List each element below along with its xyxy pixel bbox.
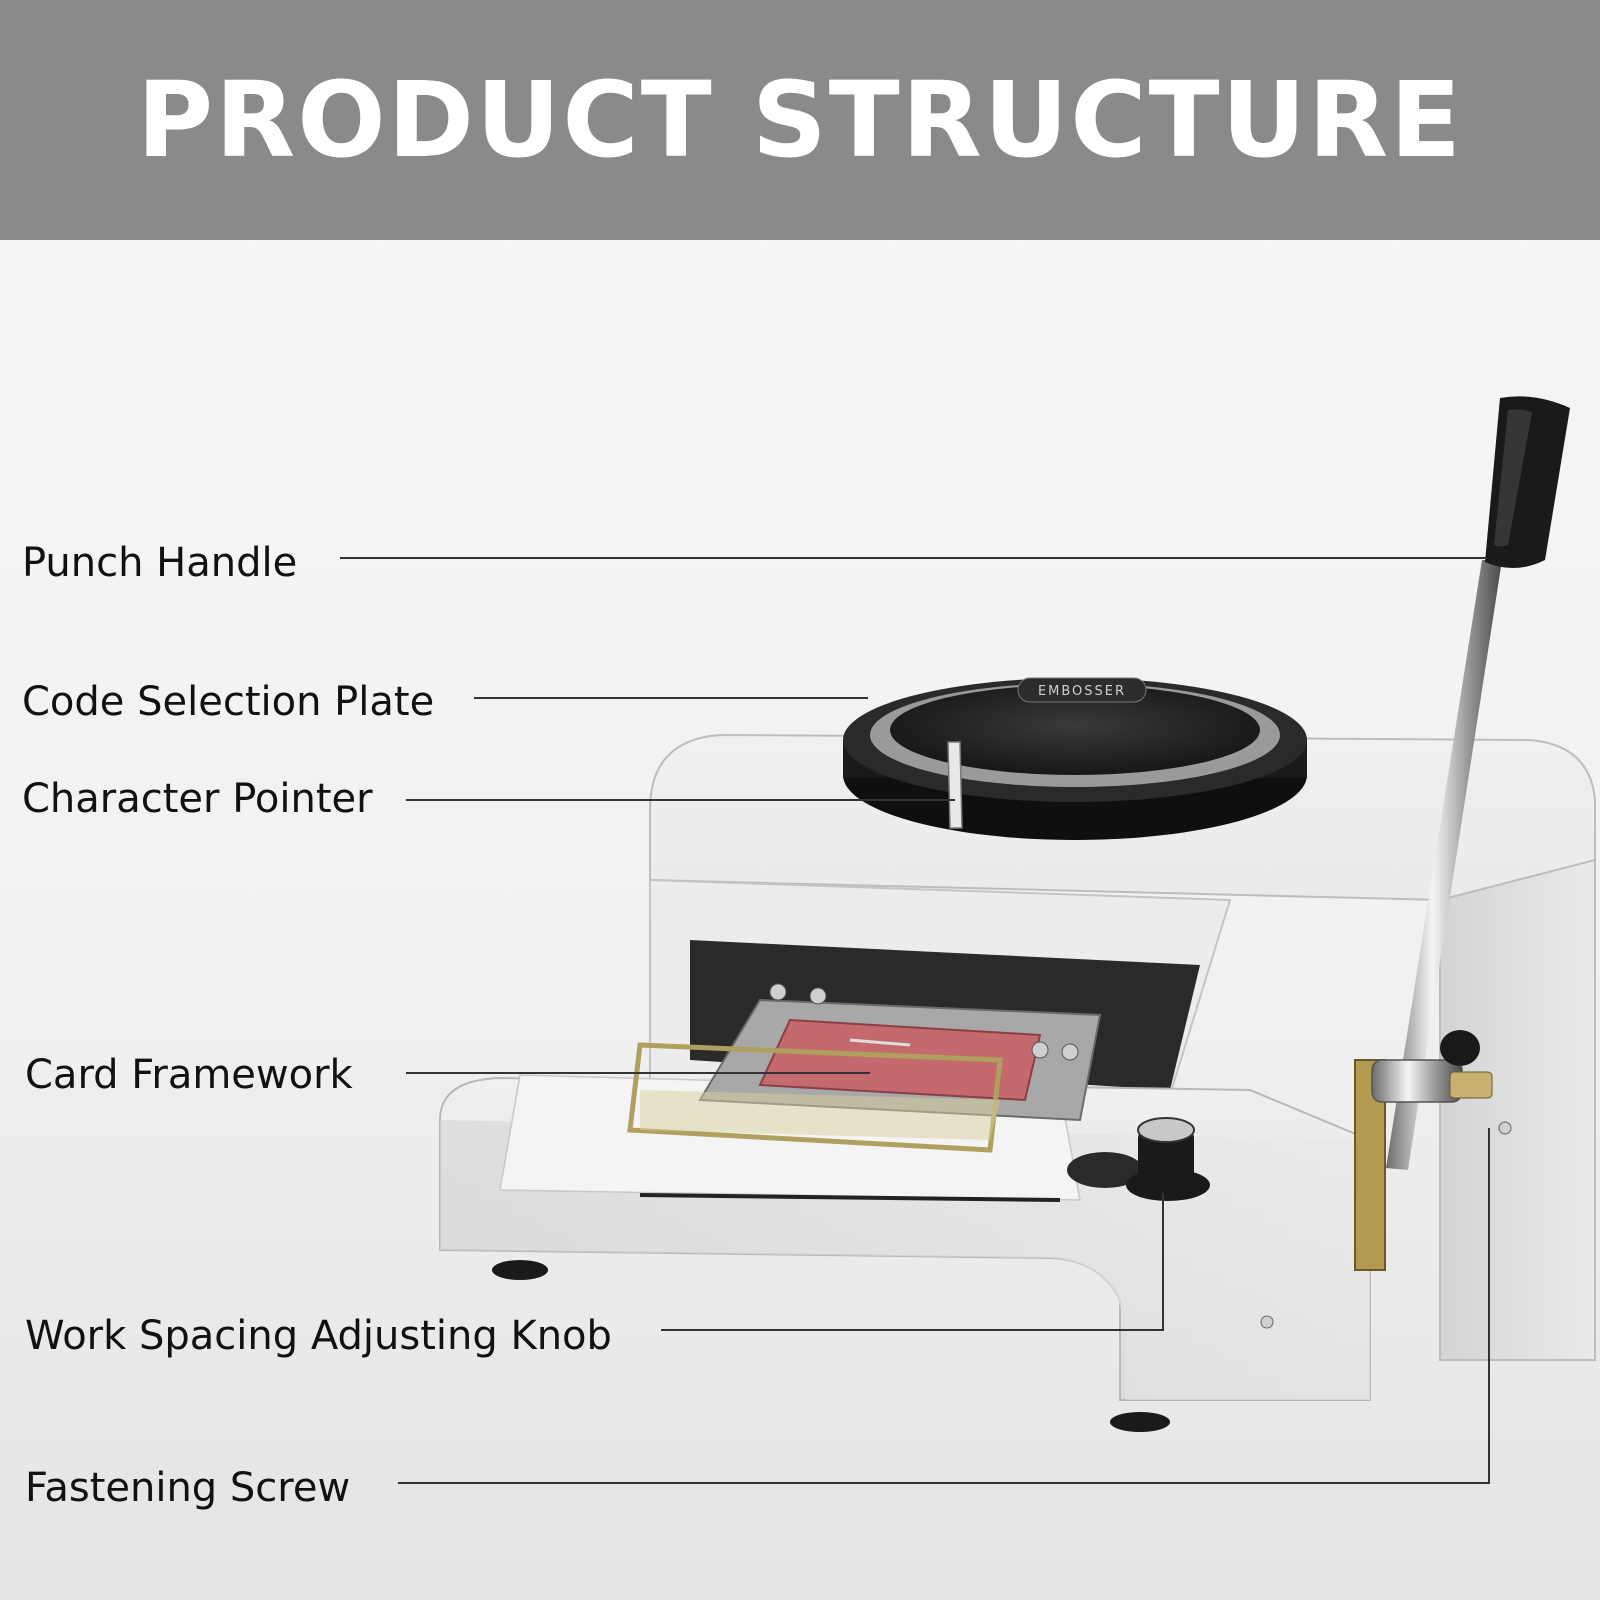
punch-handle-illustration <box>1371 396 1570 1170</box>
dial-brand-text: EMBOSSER <box>1038 684 1126 699</box>
fastening-screw-leader <box>398 1128 1490 1484</box>
character-pointer-illustration <box>947 741 963 829</box>
label-fastening-screw: Fastening Screw <box>25 1465 351 1511</box>
label-code-selection-plate: Code Selection Plate <box>22 679 435 725</box>
foot <box>1110 1412 1170 1432</box>
label-character-pointer: Character Pointer <box>22 776 373 822</box>
label-work-spacing-knob: Work Spacing Adjusting Knob <box>25 1313 612 1359</box>
label-card-framework: Card Framework <box>25 1052 353 1098</box>
code-selection-dial: EMBOSSER <box>843 677 1307 840</box>
fastening-screw-illustration <box>1498 1121 1512 1135</box>
work-spacing-knob-leader <box>661 1193 1164 1331</box>
card-framework-illustration <box>627 983 1102 1153</box>
foot <box>492 1260 548 1280</box>
label-punch-handle: Punch Handle <box>22 540 298 586</box>
leader-lines <box>340 557 1490 1484</box>
title-banner: PRODUCT STRUCTURE <box>0 0 1600 240</box>
spacing-knob-illustration <box>1067 1117 1210 1201</box>
page-title: PRODUCT STRUCTURE <box>136 59 1464 181</box>
side-screw <box>1260 1315 1274 1329</box>
